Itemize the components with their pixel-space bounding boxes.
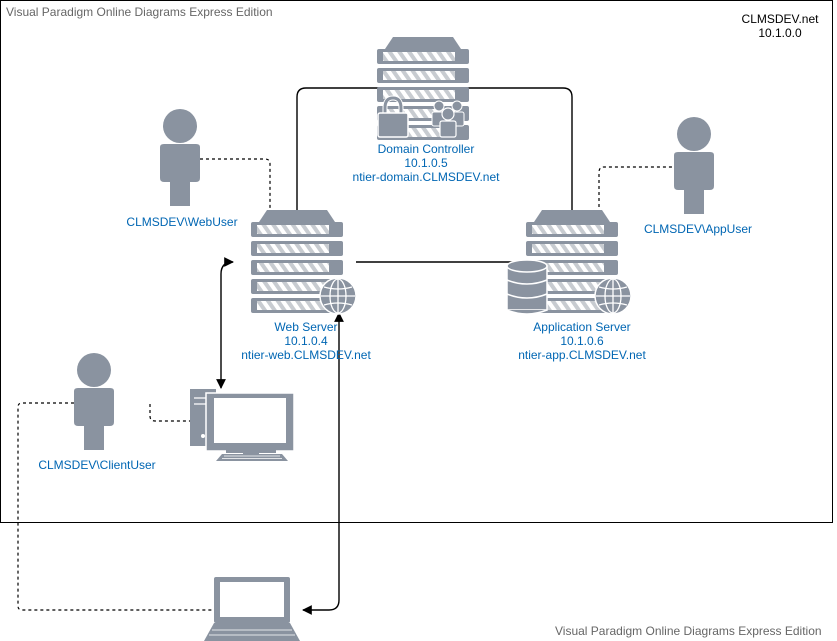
database-icon bbox=[506, 259, 548, 315]
app-server-ip: 10.1.0.6 bbox=[560, 334, 604, 348]
web-server-name: Web Server bbox=[274, 320, 338, 334]
lock-icon bbox=[377, 95, 409, 138]
network-domain: CLMSDEV.net bbox=[741, 12, 819, 26]
domain-controller-host: ntier-domain.CLMSDEV.net bbox=[352, 170, 500, 184]
watermark-bottom: Visual Paradigm Online Diagrams Express … bbox=[555, 624, 822, 638]
domain-controller-ip: 10.1.0.5 bbox=[404, 156, 448, 170]
desktop-computer-icon bbox=[190, 389, 295, 461]
link-webuser-to-web-server bbox=[200, 158, 271, 208]
link-clientuser-to-desktop bbox=[149, 404, 190, 422]
web-server-host: ntier-web.CLMSDEV.net bbox=[241, 348, 371, 362]
watermark-top: Visual Paradigm Online Diagrams Express … bbox=[6, 5, 273, 19]
laptop-icon bbox=[204, 577, 300, 641]
user-group-icon bbox=[431, 100, 465, 138]
app-user-label: CLMSDEV\AppUser bbox=[643, 222, 753, 236]
link-clientuser-to-laptop bbox=[17, 402, 214, 611]
web-user-label: CLMSDEV\WebUser bbox=[126, 215, 238, 229]
app-server-name: Application Server bbox=[533, 320, 631, 334]
client-user-label: CLMSDEV\ClientUser bbox=[38, 458, 156, 472]
link-web-to-desktop bbox=[216, 257, 234, 389]
globe-icon bbox=[319, 277, 357, 315]
user-links bbox=[17, 158, 674, 611]
link-appuser-to-app-server bbox=[598, 166, 674, 207]
app-server-label: Application Server 10.1.0.6 ntier-app.CL… bbox=[492, 320, 672, 362]
web-user-icon bbox=[160, 109, 200, 206]
app-server-host: ntier-app.CLMSDEV.net bbox=[518, 348, 646, 362]
domain-controller-name: Domain Controller bbox=[377, 142, 475, 156]
network-label: CLMSDEV.net 10.1.0.0 bbox=[735, 12, 825, 40]
web-server-ip: 10.1.0.4 bbox=[284, 334, 328, 348]
web-server-label: Web Server 10.1.0.4 ntier-web.CLMSDEV.ne… bbox=[216, 320, 396, 362]
network-subnet: 10.1.0.0 bbox=[758, 26, 802, 40]
domain-controller-label: Domain Controller 10.1.0.5 ntier-domain.… bbox=[336, 142, 516, 184]
globe-icon bbox=[594, 277, 632, 315]
link-web-to-laptop bbox=[302, 312, 344, 615]
network-boundary bbox=[0, 0, 833, 523]
client-user-icon bbox=[74, 353, 114, 450]
app-user-icon bbox=[674, 117, 714, 214]
